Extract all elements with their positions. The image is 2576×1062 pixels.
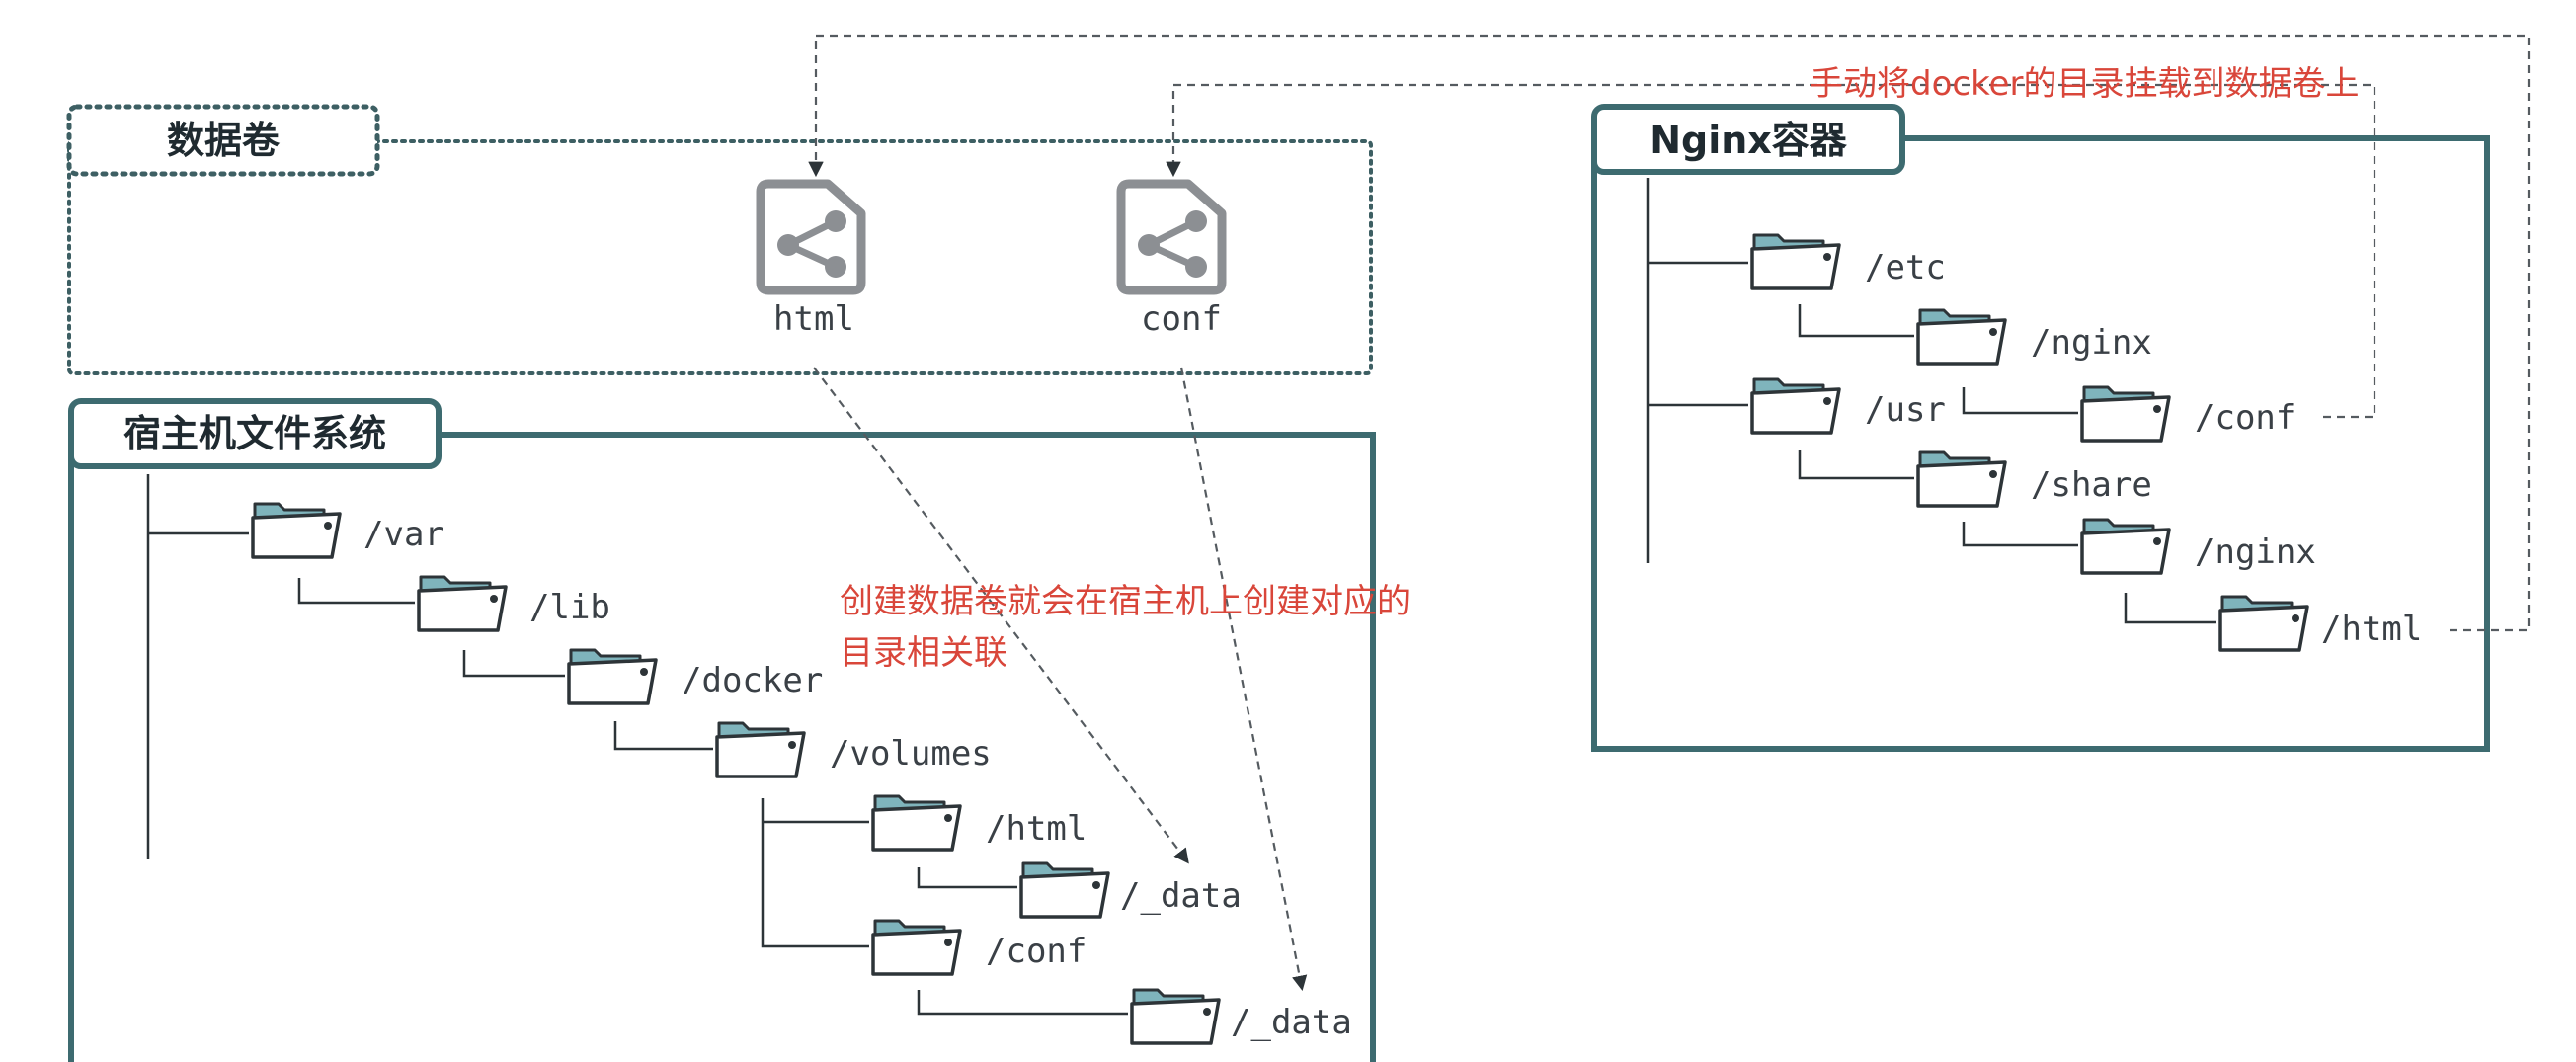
container-panel: Nginx容器 /etc /nginx /usr /conf /share /n… — [1591, 104, 2490, 752]
tree-connector — [462, 650, 565, 678]
volume-panel-tab — [66, 104, 380, 177]
container-node-nginx: /nginx — [2031, 323, 2152, 363]
folder-icon — [871, 794, 962, 852]
container-panel-border — [1591, 135, 2490, 752]
folder-icon — [2080, 518, 2171, 575]
folder-icon — [1750, 377, 1841, 435]
folder-icon — [1019, 861, 1110, 919]
container-node-etc: /etc — [1865, 248, 1946, 287]
manual-mount-note: 手动将docker的目录挂载到数据卷上 — [1810, 64, 2359, 104]
tree-connector — [1798, 304, 1914, 338]
folder-icon — [1130, 988, 1221, 1045]
volume-conf-label: conf — [1141, 299, 1222, 339]
host-node-conf-data: /_data — [1231, 1003, 1352, 1042]
volume-panel: 数据卷 html conf — [66, 104, 1373, 375]
folder-icon — [417, 575, 508, 632]
folder-icon — [2218, 595, 2309, 652]
host-panel-tab — [68, 398, 442, 469]
folder-icon — [871, 919, 962, 976]
host-node-html: /html — [986, 809, 1087, 849]
folder-icon — [567, 648, 658, 705]
host-node-docker: /docker — [682, 661, 823, 700]
host-node-lib: /lib — [529, 588, 610, 627]
container-node-html: /html — [2321, 610, 2422, 649]
tree-connector — [917, 867, 1017, 889]
container-node-usr: /usr — [1865, 390, 1946, 430]
host-node-html-data: /_data — [1120, 876, 1242, 916]
create-arrow-html-data — [813, 367, 1189, 864]
tree-connector — [2124, 593, 2216, 624]
folder-icon — [715, 721, 806, 778]
folder-icon — [2080, 385, 2171, 443]
host-panel: 宿主机文件系统 /var /lib /docker /volumes /html… — [68, 398, 1376, 1062]
volume-panel-title: 数据卷 — [167, 119, 281, 162]
create-arrow-conf-data — [1179, 367, 1308, 992]
share-folder-icon — [1121, 184, 1222, 290]
container-panel-title: Nginx容器 — [1650, 119, 1848, 162]
volume-html-label: html — [773, 299, 854, 339]
tree-connector — [1798, 450, 1914, 480]
tree-connector — [613, 721, 713, 751]
host-node-var: /var — [363, 515, 444, 554]
host-node-conf: /conf — [986, 932, 1087, 971]
folder-icon — [1750, 233, 1841, 290]
share-folder-icon — [761, 184, 861, 290]
container-node-share: /share — [2031, 465, 2152, 505]
mount-arrow-conf — [1166, 83, 2376, 419]
tree-connector — [761, 798, 869, 948]
container-node-share-nginx: /nginx — [2195, 532, 2316, 572]
host-node-volumes: /volumes — [830, 734, 992, 774]
folder-icon — [251, 502, 342, 559]
tree-connector — [297, 578, 415, 605]
create-volume-note-line2: 目录相关联 — [840, 633, 1007, 673]
folder-icon — [1916, 450, 2007, 508]
tree-connector — [1962, 387, 2078, 415]
container-panel-tab — [1591, 104, 1905, 175]
tree-connector — [917, 990, 1128, 1016]
volume-panel-border — [67, 139, 1373, 375]
host-panel-title: 宿主机文件系统 — [123, 412, 386, 455]
folder-icon — [1916, 308, 2007, 366]
tree-connector — [1962, 522, 2078, 547]
tree-connector — [1648, 261, 1748, 407]
create-volume-note-line1: 创建数据卷就会在宿主机上创建对应的 — [840, 582, 1410, 621]
container-node-conf: /conf — [2195, 398, 2295, 438]
host-panel-border — [68, 432, 1376, 1062]
